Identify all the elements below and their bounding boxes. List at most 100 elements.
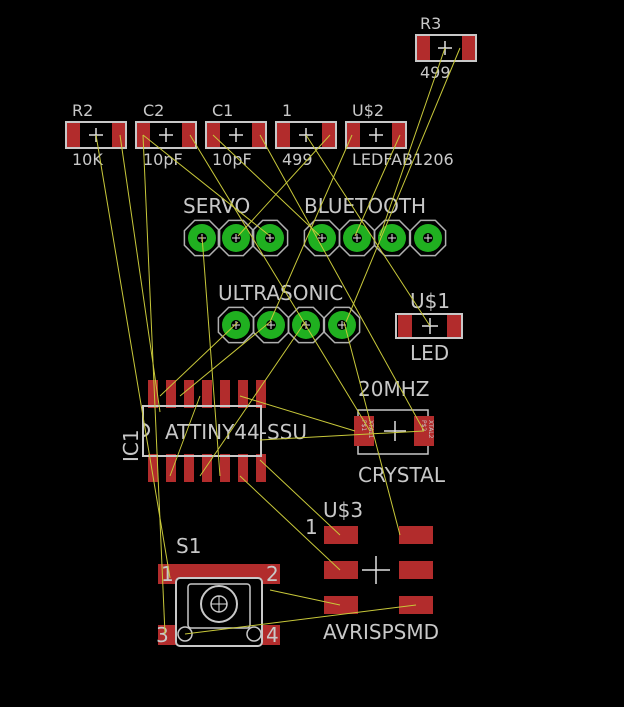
r1-name: 1 (282, 101, 292, 120)
c2-footprint[interactable] (135, 121, 197, 149)
crystal-pad2-label: XTAL2 (427, 420, 434, 439)
servo-header[interactable] (183, 219, 289, 257)
r3-pad-1 (416, 34, 430, 62)
c1-footprint[interactable] (205, 121, 267, 149)
bluetooth-header[interactable] (303, 219, 447, 257)
airwire (199, 321, 306, 477)
airwire (259, 134, 425, 432)
r1-value: 499 (282, 150, 313, 169)
s1-footprint[interactable] (158, 564, 280, 647)
s1-pin-3: 3 (156, 623, 169, 647)
c2-value: 10pF (143, 150, 183, 169)
r2-pad-1 (66, 121, 80, 149)
crystal-footprint[interactable]: P$1 XTAL1 P$2 XTAL2 (354, 409, 434, 455)
ic1-pin-bottom-5 (220, 454, 230, 482)
ic1-pin-bottom-1 (148, 454, 158, 482)
c1-pad-2 (252, 121, 266, 149)
airwire (269, 589, 341, 606)
u1-led-footprint[interactable] (395, 313, 463, 339)
crystal-pad1-label: XTAL1 (367, 420, 374, 439)
r1-pad-2 (322, 121, 336, 149)
ic1-pin-bottom-4 (202, 454, 212, 482)
crystal-value: CRYSTAL (358, 463, 446, 487)
r2-footprint[interactable] (65, 121, 127, 149)
u3-pad-1 (324, 526, 358, 544)
s1-actuator (200, 585, 238, 623)
u1-pad-1 (398, 314, 412, 338)
u2-pad-1 (346, 121, 360, 149)
r2-value: 10K (72, 150, 103, 169)
airwire (201, 235, 221, 477)
u2-pad-2 (392, 121, 406, 149)
airwire (269, 134, 353, 323)
ic1-pin-bottom-7 (256, 454, 266, 482)
bluetooth-pin-4 (409, 219, 447, 257)
airwire (345, 47, 461, 323)
s1-origin-cross (211, 596, 227, 612)
ic1-pins (148, 380, 266, 482)
c1-origin-cross (229, 128, 243, 142)
r1-pad-1 (276, 121, 290, 149)
u1-outline (395, 313, 463, 339)
u2-origin-cross (369, 128, 383, 142)
ratsnest (95, 47, 461, 635)
u1-name: U$1 (410, 289, 450, 313)
airwire (379, 47, 446, 237)
s1-mount-right (246, 626, 262, 642)
ic1-pin-top-1 (148, 380, 158, 408)
c1-value: 10pF (212, 150, 252, 169)
u1-pad-2 (447, 314, 461, 338)
s1-pin-1: 1 (161, 562, 174, 586)
u2-outline (345, 121, 407, 149)
airwire (239, 395, 356, 432)
airwire (237, 134, 331, 237)
airwire (239, 475, 341, 571)
bluetooth-pin-2 (338, 219, 376, 257)
c2-pad-2 (182, 121, 196, 149)
airwire (142, 134, 166, 635)
s1-name: S1 (176, 534, 201, 558)
ultrasonic-pin-2 (252, 306, 290, 344)
airwire (179, 321, 271, 397)
u2-value: LEDFAB1206 (352, 150, 454, 169)
r2-name: R2 (72, 101, 93, 120)
u3-footprint[interactable] (324, 526, 433, 614)
ultrasonic-header[interactable] (217, 306, 361, 344)
crystal-name: 20MHZ (358, 377, 429, 401)
r1-outline (275, 121, 337, 149)
ic1-name: IC1 (119, 429, 143, 462)
u2-name: U$2 (352, 101, 384, 120)
c2-outline (135, 121, 197, 149)
crystal-origin-cross (384, 421, 406, 441)
u3-value: AVRISPSMD (323, 620, 439, 644)
u2-footprint[interactable] (345, 121, 407, 149)
airwire (343, 321, 401, 536)
s1-pin-2: 2 (266, 562, 279, 586)
u3-pad-2 (399, 526, 433, 544)
r3-outline (415, 34, 477, 62)
airwire (169, 395, 201, 477)
ic1-pin-bottom-3 (184, 454, 194, 482)
r2-pad-2 (112, 121, 126, 149)
airwire (259, 459, 341, 536)
ic1-outline[interactable] (142, 405, 262, 457)
u3-pad-4 (399, 561, 433, 579)
s1-pin-4: 4 (266, 623, 279, 647)
c2-origin-cross (159, 128, 173, 142)
bluetooth-pin-3 (373, 219, 411, 257)
airwire (95, 134, 171, 579)
ic1-notch (142, 423, 150, 437)
ic1-pin-bottom-2 (166, 454, 176, 482)
s1-body-inner (187, 583, 251, 629)
r3-footprint[interactable] (415, 34, 477, 62)
ic1-pin-top-7 (256, 380, 266, 408)
airwire (354, 134, 401, 237)
servo-pin-2 (217, 219, 255, 257)
c1-name: C1 (212, 101, 233, 120)
c1-outline (205, 121, 267, 149)
ultrasonic-pin-4 (323, 306, 361, 344)
ic1-pin-top-5 (220, 380, 230, 408)
airwire (305, 134, 431, 327)
airwire (159, 321, 239, 397)
ultrasonic-pin-1 (217, 306, 255, 344)
